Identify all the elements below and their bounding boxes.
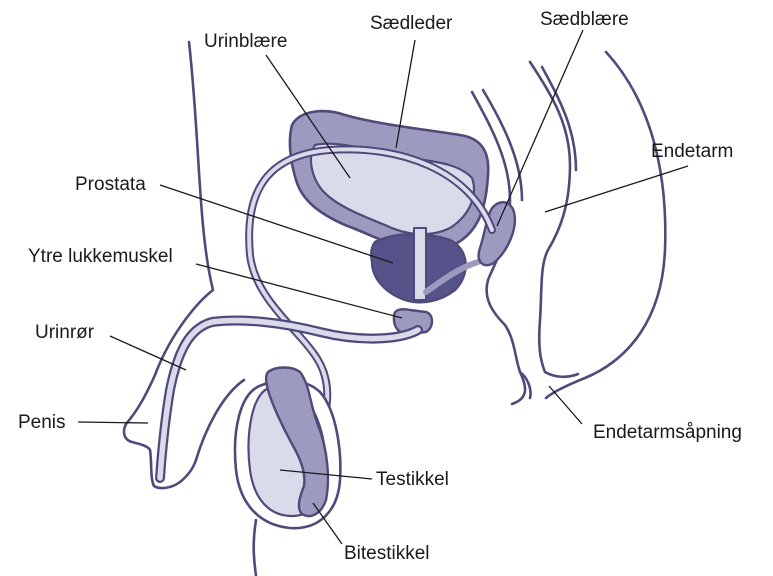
thigh-outline [254, 520, 256, 576]
label-endetarm: Endetarm [651, 141, 733, 162]
label-urinror: Urinrør [35, 322, 95, 343]
label-penis: Penis [18, 412, 66, 433]
leader-endetarm [545, 166, 688, 212]
label-testikkel: Testikkel [376, 469, 449, 490]
rectum-outer-wall [530, 62, 578, 377]
urethra-prostatic [414, 228, 426, 300]
label-urinblaere: Urinblære [204, 31, 287, 52]
label-ytre-lukkemuskel: Ytre lukkemuskel [28, 246, 173, 267]
abdomen-outline [126, 42, 213, 424]
leader-urinror [110, 336, 186, 370]
label-saedblaere: Sædblære [540, 9, 629, 30]
leader-endetarmsapning [549, 386, 582, 424]
leader-penis [78, 422, 148, 423]
label-saedleder: Sædleder [370, 13, 453, 34]
label-endetarmsapning: Endetarmsåpning [593, 422, 742, 443]
label-prostata: Prostata [75, 174, 146, 195]
leader-ytre-lukkemuskel [196, 264, 402, 318]
rectum-inner-wall [542, 67, 576, 170]
label-bitestikkel: Bitestikkel [344, 543, 430, 564]
buttock-outline [546, 52, 665, 398]
